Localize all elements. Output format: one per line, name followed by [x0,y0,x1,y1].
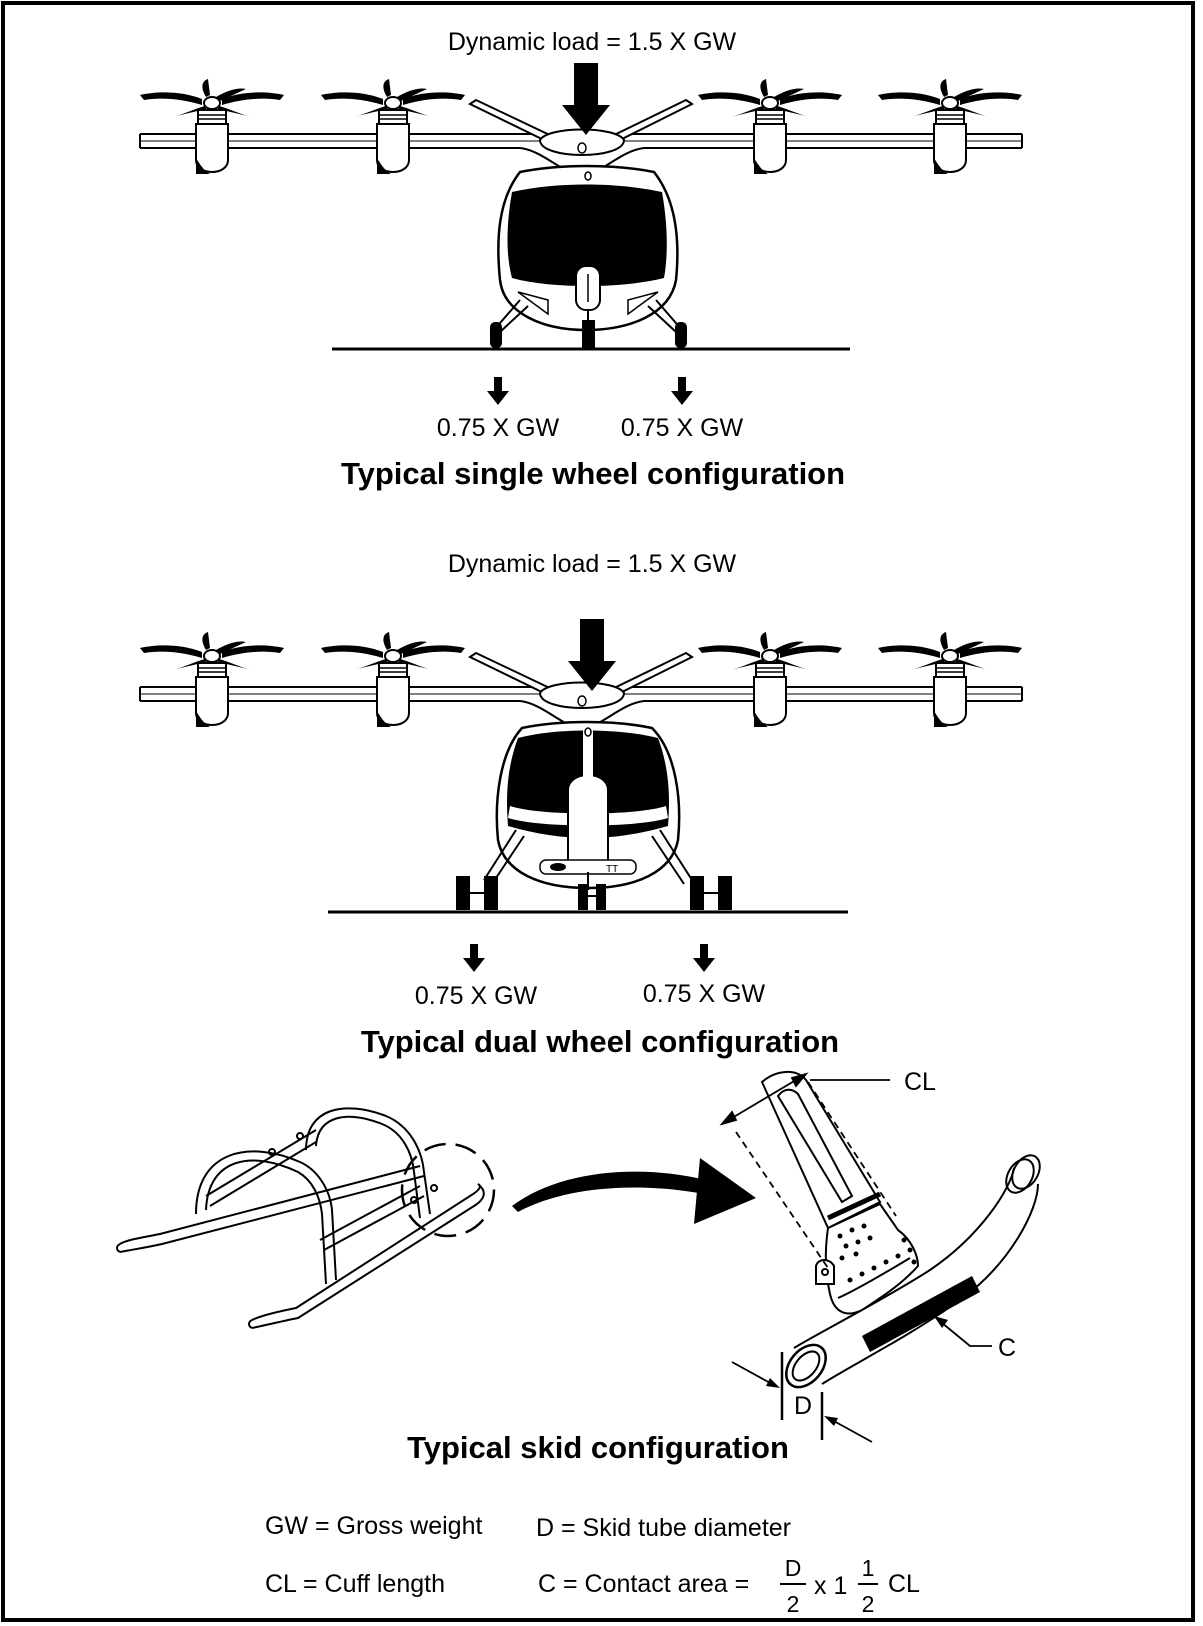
d-dimension [731,1352,873,1443]
cl-label: CL [904,1068,936,1096]
detail-callout-circle [400,1142,496,1238]
single-dynamic-load-arrow [562,63,610,135]
single-right-load-arrow [671,377,693,405]
dual-right-load-label: 0.75 X GW [643,980,766,1008]
skid-caption: Typical skid configuration [407,1430,789,1465]
legend-frac-num: D [785,1555,802,1581]
svg-text:TT: TT [606,864,618,875]
single-left-load-label: 0.75 X GW [437,414,560,442]
legend-gw: GW = Gross weight [265,1512,482,1540]
d-label: D [794,1392,812,1420]
dual-wheel-caption: Typical dual wheel configuration [361,1024,839,1059]
dual-wheel-aircraft: TT [140,632,1022,914]
cl-dimension [719,1072,897,1269]
dual-right-load-arrow [693,944,715,972]
dual-dynamic-load-label: Dynamic load = 1.5 X GW [448,550,737,578]
legend-half-den: 2 [862,1591,875,1617]
contact-area-bar [862,1276,980,1352]
single-wheel-caption: Typical single wheel configuration [341,456,845,491]
dual-left-load-arrow [463,944,485,972]
legend-c-suffix: CL [888,1570,920,1598]
single-wheel-aircraft [140,79,1022,351]
detail-arrow [512,1158,756,1224]
legend-half-num: 1 [862,1555,875,1581]
skid-assembly [116,1107,485,1329]
c-label: C [998,1334,1016,1362]
single-left-load-arrow [487,377,509,405]
legend-contact-area-formula: C = Contact area = D 2 x 1 1 2 CL [538,1555,920,1617]
dual-left-load-label: 0.75 X GW [415,982,538,1010]
legend-cl: CL = Cuff length [265,1570,445,1598]
legend-c-prefix: C = Contact area = [538,1570,749,1598]
legend-d: D = Skid tube diameter [536,1514,791,1542]
legend-times: x 1 [814,1572,847,1600]
skid-cuff-detail [760,1071,1041,1389]
single-right-load-label: 0.75 X GW [621,414,744,442]
single-dynamic-load-label: Dynamic load = 1.5 X GW [448,28,737,56]
dual-dynamic-load-arrow [568,619,616,691]
c-leader [935,1317,992,1347]
legend-frac-den: 2 [787,1591,800,1617]
cuff-rivets [837,1223,917,1283]
